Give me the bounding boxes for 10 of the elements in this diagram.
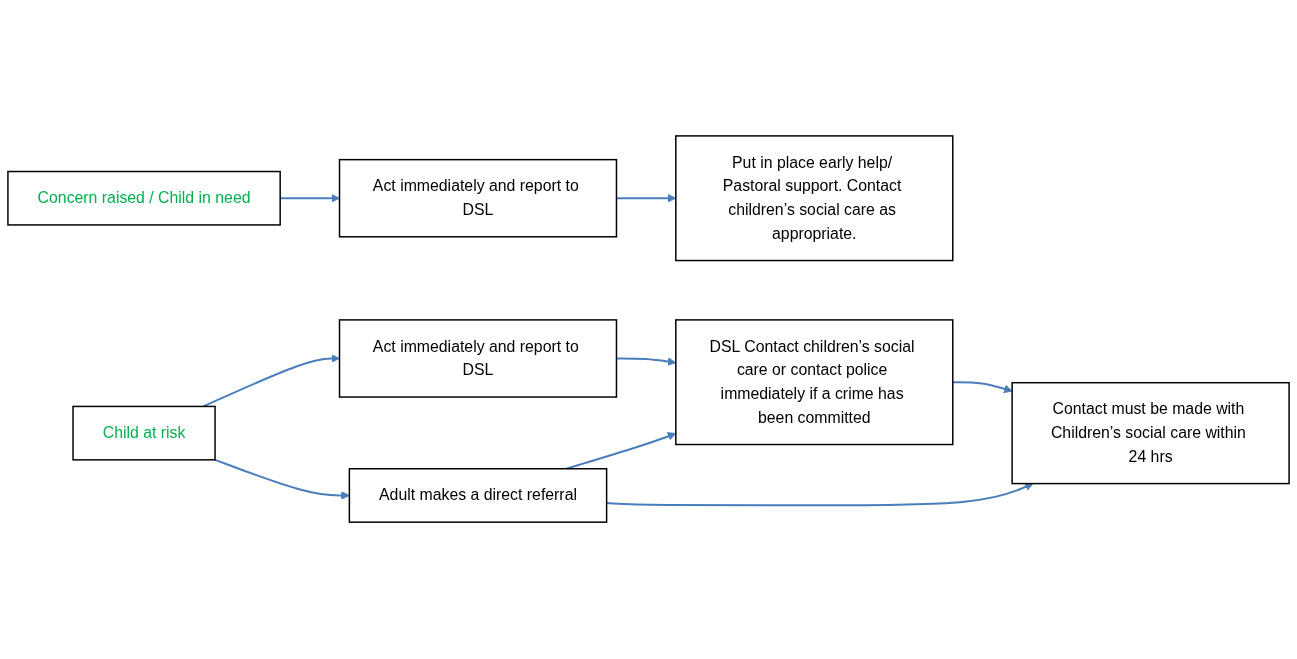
node-box: Put in place early help/ Pastoral support. Contact children’s social care as appropriate. (675, 135, 954, 262)
node-box: Adult makes a direct referral (348, 468, 608, 524)
node-box: Act immediately and report to DSL (338, 159, 618, 238)
node-box: Contact must be made with Children’s social care within 24 hrs (1011, 382, 1290, 485)
node-box: DSL Contact children’s social care or contact police immediately if a crime has been committed (675, 319, 954, 446)
node-box: Act immediately and report to DSL (338, 319, 618, 399)
node-box: Concern raised / Child in need (7, 171, 281, 227)
arrow (202, 354, 340, 408)
node-box: Child at risk (72, 406, 216, 462)
arrow (214, 459, 350, 501)
